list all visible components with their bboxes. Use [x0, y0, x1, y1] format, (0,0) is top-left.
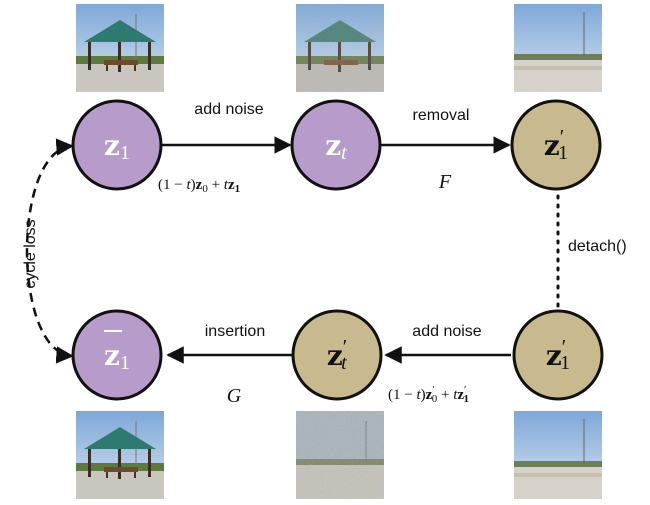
label-removal: removal — [413, 107, 470, 124]
label-detach: detach() — [568, 238, 627, 255]
node-z1-circle — [71, 99, 163, 191]
node-zt: zt — [290, 99, 382, 191]
node-zt-symbol: z — [325, 129, 341, 162]
node-z1-prime-bottom-prime: ′ — [562, 336, 566, 358]
node-z1-prime-top-subscript: 1 — [558, 142, 568, 164]
formula-bottom: (1 − t)z′0 + tz′1 — [388, 384, 469, 405]
node-z1-bar-circle — [71, 309, 163, 401]
thumbnail-gazebo-top — [76, 4, 164, 92]
node-zt-subscript: t — [341, 142, 347, 164]
node-zt-prime-prime: ′ — [343, 336, 347, 358]
thumbnail-empty-lot-bottom — [514, 411, 602, 499]
thumbnail-empty-lot-top — [514, 4, 602, 92]
node-z1-prime-bottom-symbol: z — [546, 339, 562, 372]
formula-bottom-z0: z — [426, 387, 433, 403]
node-zt-circle — [290, 99, 382, 191]
node-zt-prime: z′t — [291, 309, 383, 401]
node-zt-prime-circle — [291, 309, 383, 401]
node-z1: z1 — [71, 99, 163, 191]
formula-bottom-z0-sub: 0 — [432, 393, 438, 405]
formula-top-plus: + — [208, 177, 224, 193]
formula-top-t2: t — [224, 177, 229, 193]
formula-top-z1: z — [228, 177, 235, 193]
label-insertion: insertion — [205, 323, 265, 340]
formula-bottom-z1: z — [457, 387, 464, 403]
node-zt-prime-symbol: z — [327, 339, 343, 372]
formula-top-z0: z — [196, 177, 203, 193]
formula-bottom-t2: t — [453, 387, 458, 403]
node-z1-prime-top: z′1 — [510, 99, 602, 191]
node-z1-bar: z1 — [71, 309, 163, 401]
thumbnail-noisy-gazebo — [296, 4, 384, 92]
formula-bottom-mid: ) — [421, 387, 426, 403]
node-z1-prime-top-symbol: z — [544, 129, 560, 162]
node-z1-symbol: z — [104, 129, 120, 162]
thumbnail-gazebo-bottom — [76, 411, 164, 499]
formula-top-t1: t — [186, 177, 191, 193]
node-z1-prime-bottom: z′1 — [512, 309, 604, 401]
formula-bottom-z1-sub: 1 — [463, 393, 469, 405]
edge-cycle-loss — [25, 138, 74, 364]
node-zt-prime-subscript: t — [341, 352, 347, 374]
label-add-noise-bottom: add noise — [412, 323, 481, 340]
label-removal-fn: F — [438, 171, 452, 193]
formula-top-z1-sub: 1 — [235, 183, 241, 195]
label-add-noise-top: add noise — [194, 101, 263, 118]
node-z1-prime-top-prime: ′ — [560, 126, 564, 148]
svg-text:z1: z1 — [104, 339, 130, 374]
formula-top-mid: ) — [191, 177, 196, 193]
thumbnail-noisy-lot — [296, 411, 384, 499]
formula-top-z0-sub: 0 — [202, 183, 208, 195]
svg-text:zt: zt — [325, 129, 347, 164]
node-z1-subscript: 1 — [120, 142, 130, 164]
formula-bottom-lead: (1 − — [388, 387, 416, 403]
node-z1-prime-bottom-circle — [512, 309, 604, 401]
formula-bottom-z0-prime: ′ — [432, 384, 434, 396]
label-insertion-fn: G — [227, 385, 242, 407]
node-z1-prime-top-circle — [510, 99, 602, 191]
svg-text:z1: z1 — [104, 129, 130, 164]
svg-text:z′t: z′t — [327, 336, 347, 374]
node-z1-bar-subscript: 1 — [120, 352, 130, 374]
formula-bottom-z1-prime: ′ — [464, 384, 466, 396]
label-cycle-loss: cycle loss — [22, 219, 39, 288]
formula-top-lead: (1 − — [158, 177, 186, 193]
node-z1-prime-bottom-subscript: 1 — [560, 352, 570, 374]
svg-text:z′1: z′1 — [546, 336, 570, 374]
node-z1-bar-symbol: z — [104, 339, 120, 372]
formula-bottom-t1: t — [416, 387, 421, 403]
svg-text:z′1: z′1 — [544, 126, 568, 164]
formula-top: (1 − t)z0 + tz1 — [158, 177, 240, 195]
formula-bottom-plus: + — [437, 387, 453, 403]
